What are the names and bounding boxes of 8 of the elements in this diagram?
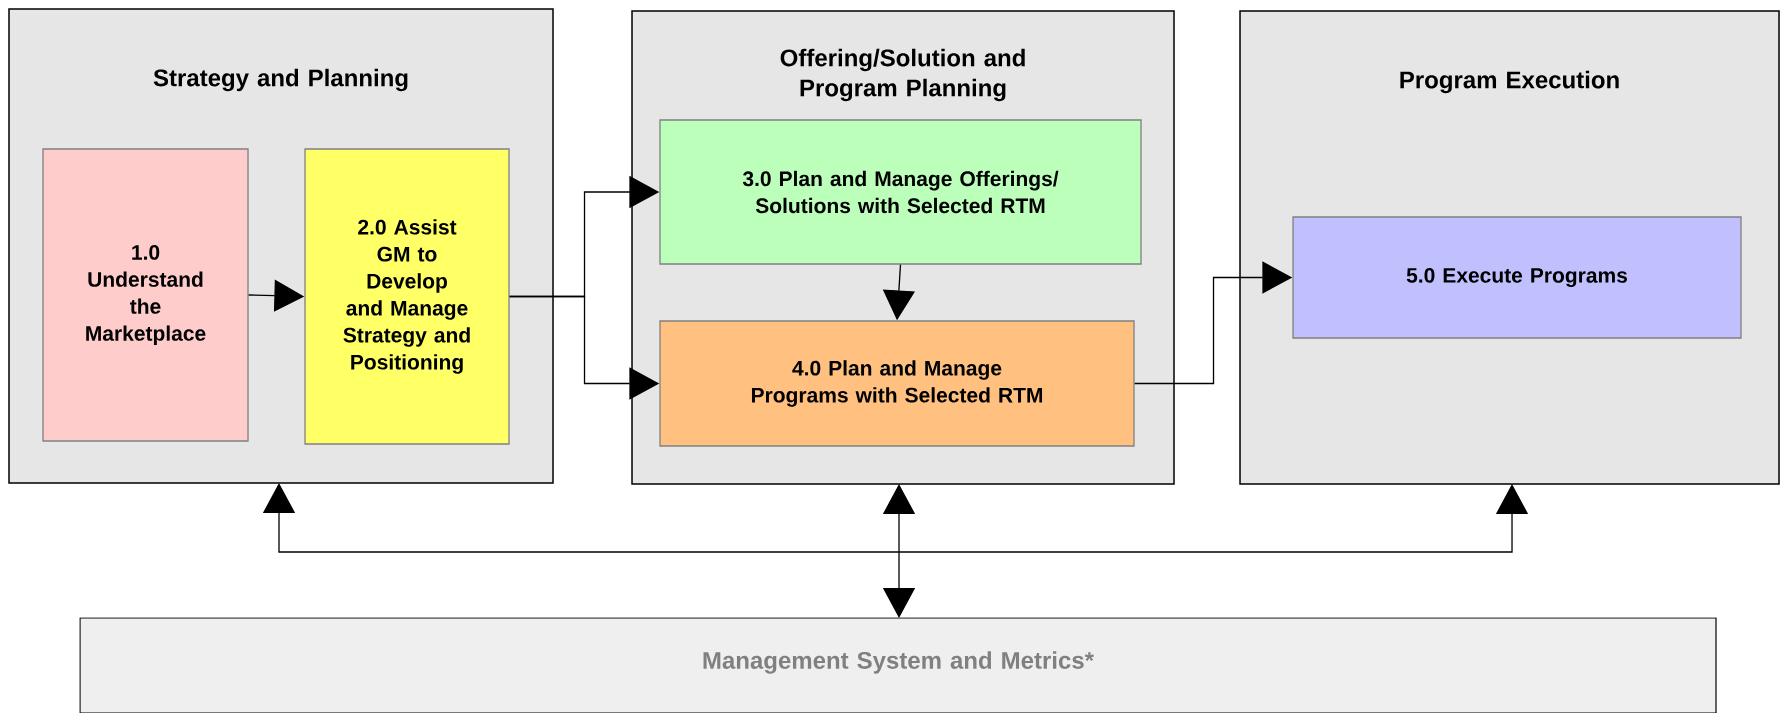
process-box: 2.0 Assist GM to Develop and Manage Strategy and Positioning (304, 148, 510, 445)
arrow (262, 483, 900, 553)
process-box: 4.0 Plan and Manage Programs with Selected RTM (659, 320, 1135, 447)
system-band: Management System and Metrics* (79, 617, 1717, 713)
process-box: 5.0 Execute Programs (1292, 216, 1742, 339)
process-box: 1.0 Understand the Marketplace (42, 148, 249, 442)
process-box: 3.0 Plan and Manage Offerings/ Solutions with Selected RTM (659, 119, 1142, 265)
arrow (882, 484, 916, 618)
